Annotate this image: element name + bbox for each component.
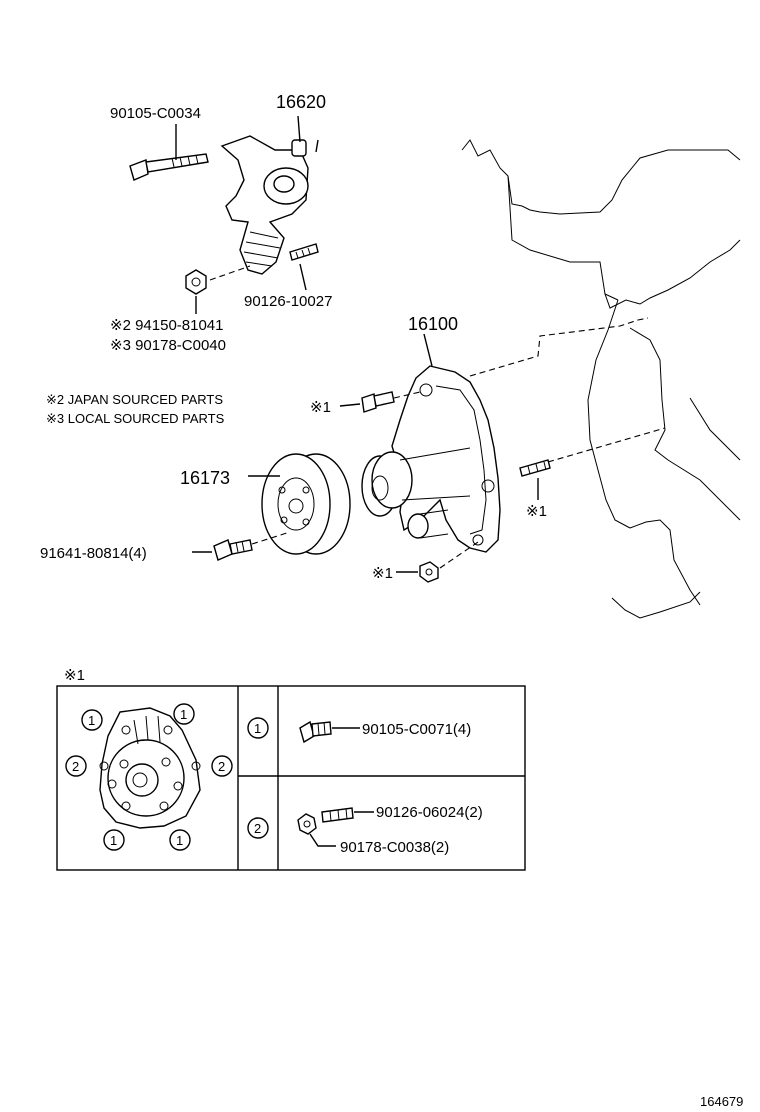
callout-90105-c0034: 90105-C0034	[110, 105, 201, 122]
callout-94150-81041: ※2 94150-81041	[110, 317, 224, 334]
detail-part-90178-c0038: 90178-C0038(2)	[340, 839, 449, 856]
guide-line	[469, 317, 649, 377]
nut-pump-lower	[419, 561, 439, 583]
water-pump	[361, 365, 501, 553]
row1-key: 1	[254, 721, 261, 736]
nut-94150-81041	[185, 269, 207, 295]
detail-title: ※1	[64, 667, 85, 684]
guide-line	[439, 541, 479, 569]
callout-91641-80814: 91641-80814(4)	[40, 545, 147, 562]
flange-callout-circles: 1 1 2 2 1 1	[65, 703, 233, 851]
callout-16100: 16100	[408, 314, 458, 334]
nut-90178-c0038	[297, 813, 317, 835]
leader	[423, 333, 433, 367]
row2-key-circle	[247, 817, 269, 839]
circle-label: 1	[88, 713, 95, 728]
leader	[297, 115, 301, 143]
circle-label: 2	[72, 759, 79, 774]
illustration-id: 164679	[700, 1094, 743, 1109]
detail-part-90105-c0071: 90105-C0071(4)	[362, 721, 471, 738]
leader	[309, 833, 336, 847]
guide-line	[547, 427, 666, 463]
row2-key: 2	[254, 821, 261, 836]
circle-label: 1	[180, 707, 187, 722]
engine-block-outline	[461, 139, 741, 619]
note-local-sourced: ※3 LOCAL SOURCED PARTS	[46, 411, 225, 426]
mark-1-upper: ※1	[310, 399, 331, 416]
circle-label: 1	[110, 833, 117, 848]
callout-90126-10027: 90126-10027	[244, 293, 332, 310]
detail-table	[56, 685, 526, 871]
stud-90126-06024	[321, 807, 354, 823]
detail-part-90126-06024: 90126-06024(2)	[376, 804, 483, 821]
bolt-90105-c0034	[129, 153, 209, 181]
bolt-91641-80814	[213, 539, 253, 561]
leader	[299, 263, 307, 291]
guide-line	[251, 531, 291, 545]
circle-label: 1	[176, 833, 183, 848]
stud-pump-right	[519, 459, 551, 477]
guide-line	[393, 391, 421, 399]
callout-16620: 16620	[276, 92, 326, 112]
note-japan-sourced: ※2 JAPAN SOURCED PARTS	[46, 392, 223, 407]
leader	[339, 403, 361, 407]
tensioner-assembly	[220, 135, 319, 275]
pump-flange-detail	[99, 707, 201, 829]
row1-key-circle	[247, 717, 269, 739]
bolt-90105-c0071	[299, 720, 332, 744]
guide-line	[209, 265, 251, 281]
bolt-pump-upper	[361, 391, 395, 413]
callout-90178-c0040: ※3 90178-C0040	[110, 337, 226, 354]
pulley-16173	[261, 453, 351, 555]
stud-90126-10027	[289, 243, 319, 261]
callout-16173: 16173	[180, 468, 230, 488]
mark-1-right: ※1	[526, 503, 547, 520]
circle-label: 2	[218, 759, 225, 774]
mark-1-lower: ※1	[372, 565, 393, 582]
